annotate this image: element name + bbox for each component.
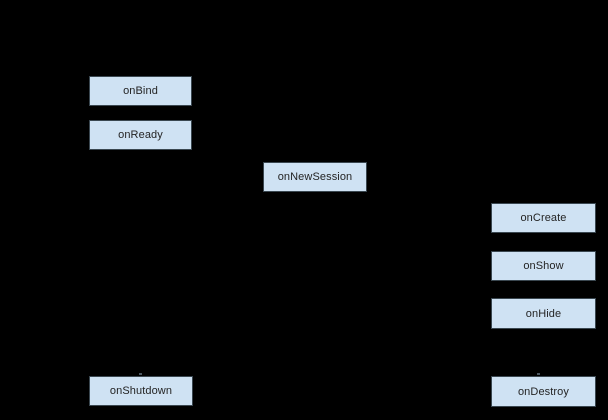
- node-onnewsession-label: onNewSession: [277, 171, 353, 183]
- arrowhead-artifact-dot: [139, 373, 142, 375]
- node-onshow-label: onShow: [523, 260, 564, 272]
- node-onbind-label: onBind: [123, 85, 158, 97]
- arrowhead-artifact-dot: [537, 373, 540, 375]
- node-onhide-label: onHide: [525, 307, 562, 320]
- node-onshow: onShow: [491, 251, 596, 281]
- node-onready: onReady: [89, 120, 192, 150]
- node-onshutdown-label: onShutdown: [109, 385, 173, 397]
- node-onbind: onBind: [89, 76, 192, 106]
- node-onready-label: onReady: [118, 129, 163, 141]
- node-onshutdown: onShutdown: [89, 376, 193, 406]
- node-oncreate-label: onCreate: [520, 212, 567, 224]
- node-ondestroy: onDestroy: [491, 376, 596, 407]
- node-onhide: onHide: [491, 298, 596, 329]
- node-oncreate: onCreate: [491, 203, 596, 233]
- node-ondestroy-label: onDestroy: [517, 385, 570, 398]
- node-onnewsession: onNewSession: [263, 162, 367, 192]
